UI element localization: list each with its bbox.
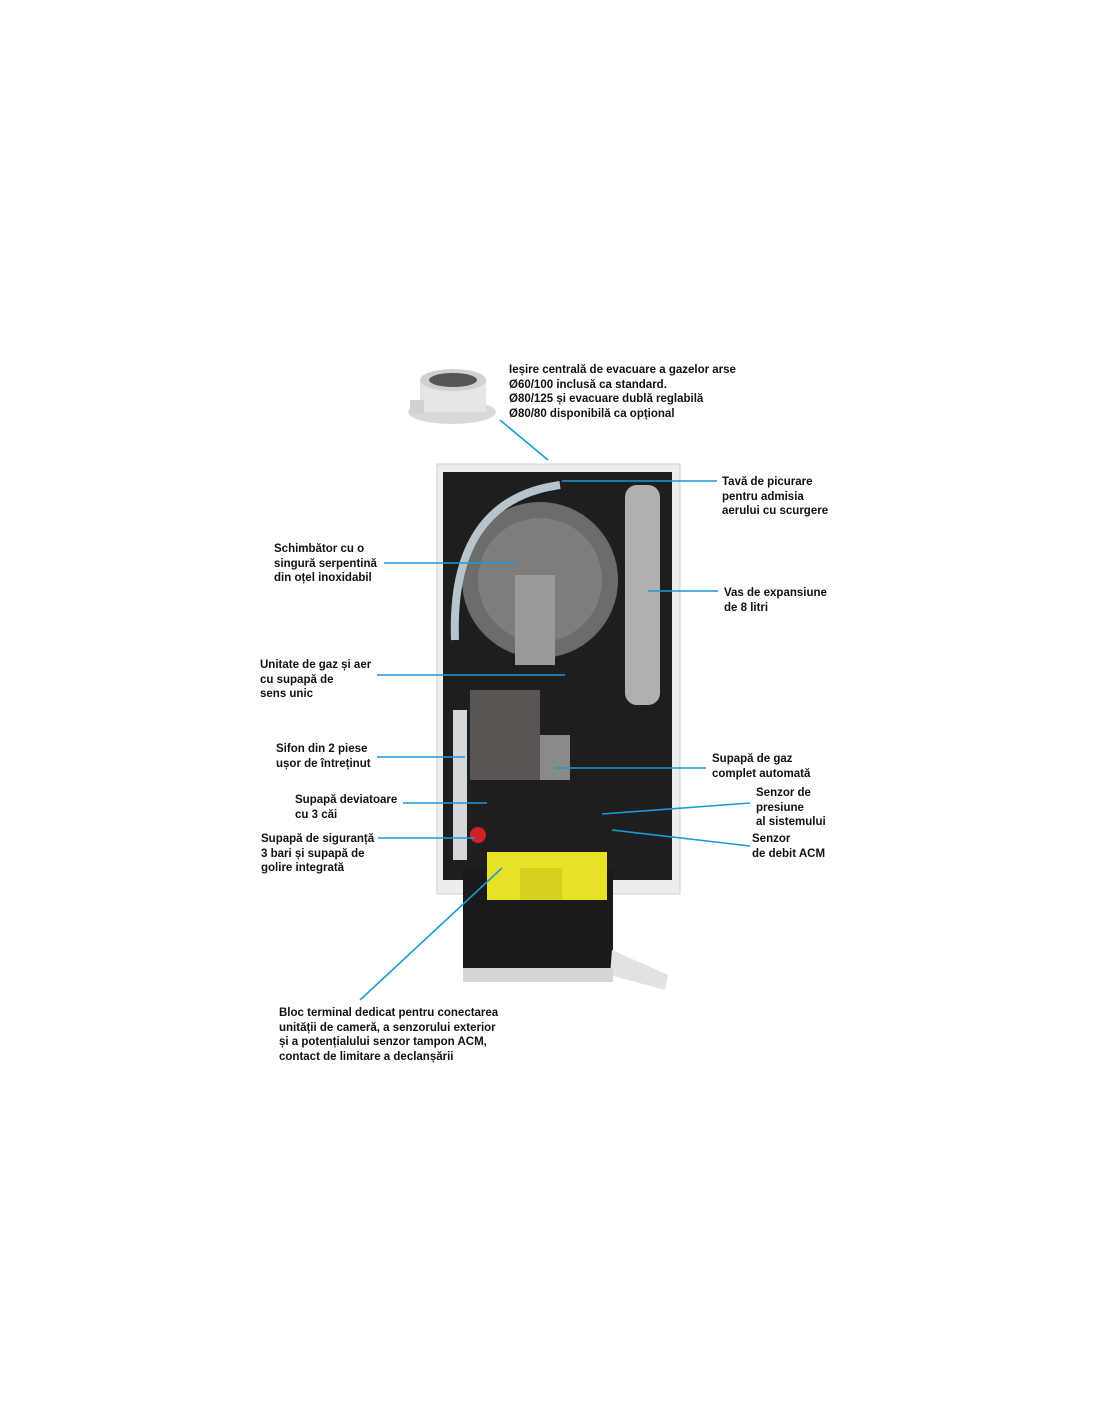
leader-lines	[359, 419, 751, 1001]
leader-flue	[499, 419, 549, 461]
flue-adapter-image	[408, 369, 496, 424]
leader-pressure-sensor	[601, 802, 751, 815]
label-flue: Ieșire centrală de evacuare a gazelor ar…	[509, 364, 736, 420]
leader-flow-sensor	[611, 829, 751, 847]
leader-terminal-block	[359, 867, 503, 1001]
